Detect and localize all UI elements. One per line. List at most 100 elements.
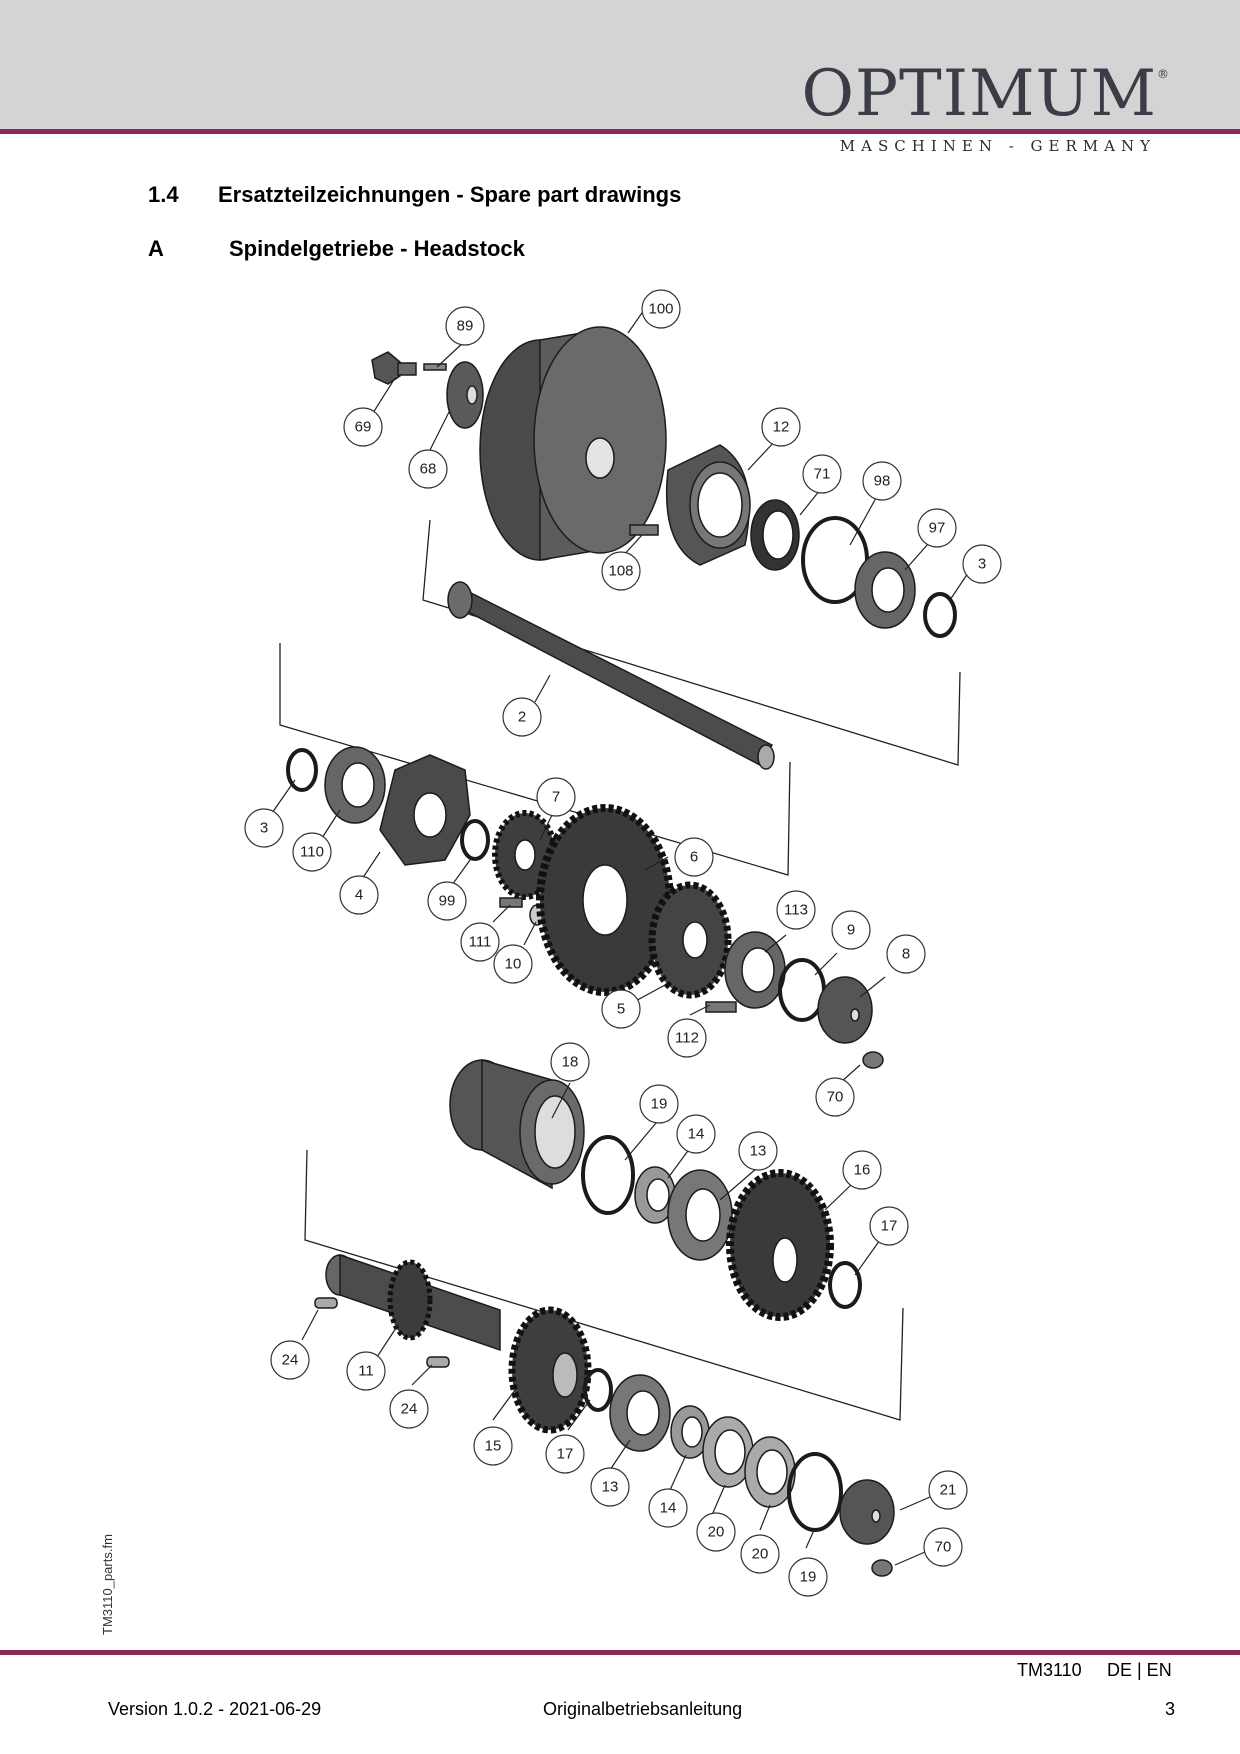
- section-number: 1.4: [148, 182, 179, 207]
- key-24a: [314, 1297, 338, 1309]
- screw-111: [499, 897, 523, 908]
- circlip-17b: [583, 1368, 613, 1412]
- callout-circle: [862, 461, 902, 501]
- callout-circle: [493, 944, 533, 984]
- gear-row-3: [314, 1253, 895, 1577]
- footer-languages: DE | EN: [1107, 1660, 1172, 1680]
- callout-circle: [842, 1150, 882, 1190]
- callout-circle: [740, 1534, 780, 1574]
- circlip-3: [923, 592, 957, 638]
- screw-108: [629, 524, 659, 536]
- callout-circle: [502, 697, 542, 737]
- ring-19: [581, 1135, 635, 1215]
- brand-logo: OPTIMUM®: [802, 62, 1171, 126]
- washer-68: [446, 361, 484, 429]
- hub-4: [379, 754, 471, 866]
- part-callout: 20: [696, 1512, 736, 1552]
- flange-12: [665, 444, 751, 566]
- callout-circle: [641, 289, 681, 329]
- callout-circle: [738, 1131, 778, 1171]
- part-callout: 70: [923, 1527, 963, 1567]
- callout-circle: [776, 890, 816, 930]
- hex-bolt-69: [371, 351, 417, 385]
- spindle-shaft-2: [447, 581, 775, 770]
- part-callout: 15: [473, 1426, 513, 1466]
- callout-circle: [831, 910, 871, 950]
- part-callout: 4: [339, 875, 379, 915]
- subsection-title: Spindelgetriebe - Headstock: [229, 236, 525, 261]
- callout-label: 5: [617, 1001, 625, 1018]
- gear-15: [508, 1306, 592, 1434]
- part-callout: 10: [493, 944, 533, 984]
- callout-label: 21: [940, 1482, 957, 1499]
- part-callout: 17: [545, 1434, 585, 1474]
- callout-label: 68: [420, 461, 437, 478]
- callout-circle: [473, 1426, 513, 1466]
- callout-circle: [802, 454, 842, 494]
- callout-circle: [536, 777, 576, 817]
- callout-label: 99: [439, 893, 456, 910]
- callout-circle: [460, 922, 500, 962]
- part-callout: 16: [842, 1150, 882, 1190]
- callout-label: 3: [978, 556, 986, 573]
- callout-circle: [601, 551, 641, 591]
- callout-label: 17: [881, 1218, 898, 1235]
- part-callout: 3: [244, 808, 284, 848]
- callout-label: 13: [750, 1143, 767, 1160]
- callout-label: 97: [929, 520, 946, 537]
- washer-14: [634, 1166, 676, 1224]
- callout-label: 8: [902, 946, 910, 963]
- callout-circle: [676, 1114, 716, 1154]
- key-24b: [426, 1356, 450, 1368]
- callout-label: 14: [660, 1500, 677, 1517]
- callout-label: 16: [854, 1162, 871, 1179]
- cap-8: [817, 976, 873, 1044]
- part-callout: 7: [536, 777, 576, 817]
- header-band: [0, 0, 1240, 130]
- callout-label: 19: [800, 1569, 817, 1586]
- circlip-17: [828, 1261, 862, 1309]
- callout-circle: [962, 544, 1002, 584]
- part-callout: 2: [502, 697, 542, 737]
- part-callout: 98: [862, 461, 902, 501]
- callout-circle: [923, 1527, 963, 1567]
- callout-circle: [427, 881, 467, 921]
- part-callout: 6: [674, 837, 714, 877]
- callout-circle: [648, 1488, 688, 1528]
- part-callout: 13: [738, 1131, 778, 1171]
- callout-label: 24: [282, 1352, 299, 1369]
- callout-label: 100: [648, 301, 673, 318]
- callout-label: 13: [602, 1479, 619, 1496]
- part-callout: 70: [815, 1077, 855, 1117]
- callout-circle: [761, 407, 801, 447]
- part-callout: 110: [292, 832, 332, 872]
- part-callout: 19: [639, 1084, 679, 1124]
- footer-version: Version 1.0.2 - 2021-06-29: [108, 1699, 322, 1719]
- part-callout: 24: [389, 1389, 429, 1429]
- callout-circle: [928, 1470, 968, 1510]
- callout-label: 6: [690, 849, 698, 866]
- screw-112: [705, 1001, 737, 1013]
- footer-rule: [0, 1650, 1240, 1655]
- gear-16: [726, 1169, 834, 1321]
- brand-name: OPTIMUM: [801, 57, 1157, 131]
- callout-label: 70: [827, 1089, 844, 1106]
- callout-label: 24: [401, 1401, 418, 1418]
- part-callout: 8: [886, 934, 926, 974]
- callout-label: 113: [784, 902, 808, 919]
- part-callout: 99: [427, 881, 467, 921]
- part-callout: 17: [869, 1206, 909, 1246]
- part-callout: 71: [802, 454, 842, 494]
- part-callout: 11: [346, 1351, 386, 1391]
- callout-label: 19: [651, 1096, 668, 1113]
- gear-row-2: [449, 1059, 862, 1321]
- callout-circle: [346, 1351, 386, 1391]
- shim-20b: [744, 1436, 796, 1508]
- part-callout: 14: [676, 1114, 716, 1154]
- callout-label: 111: [469, 934, 492, 951]
- part-callout: 19: [788, 1557, 828, 1597]
- callout-circle: [270, 1340, 310, 1380]
- callout-label: 11: [358, 1363, 374, 1380]
- callout-label: 15: [485, 1438, 502, 1455]
